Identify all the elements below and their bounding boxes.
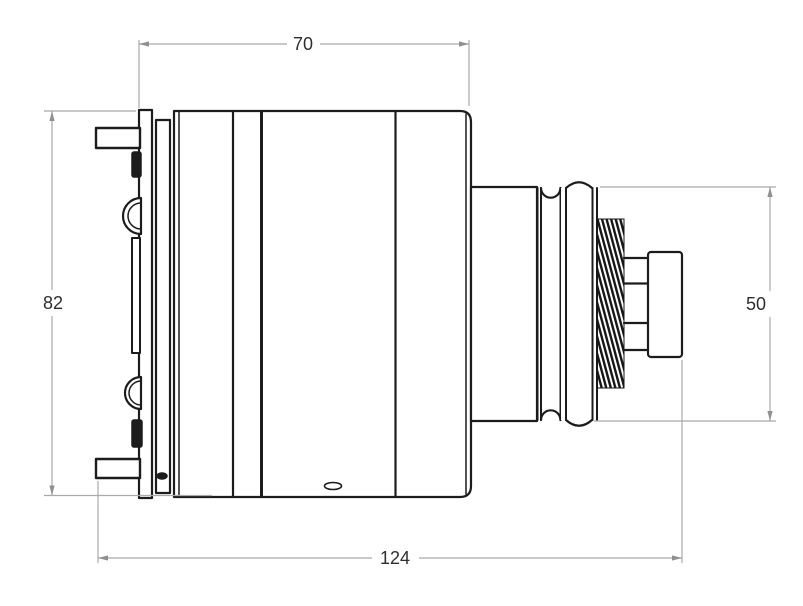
dimension-right-label: 50 xyxy=(746,294,766,314)
threaded-section xyxy=(596,218,625,389)
screw-dot xyxy=(156,472,168,480)
upper-pin xyxy=(94,126,142,150)
upper-screw-head-inner xyxy=(127,202,142,230)
dimension-bottom-label: 124 xyxy=(380,548,410,568)
dimension-top: 70 xyxy=(138,34,470,108)
mounting-plate-rear xyxy=(154,118,172,495)
neck-section xyxy=(469,185,539,423)
lower-screw-head-inner xyxy=(128,380,142,406)
groove-bottom-notch xyxy=(539,409,562,422)
dimension-top-label: 70 xyxy=(293,34,313,54)
collar-dome-bottom xyxy=(564,418,594,427)
body-oval-hole xyxy=(323,481,343,491)
collar-dome-top xyxy=(564,181,594,190)
connector-block xyxy=(131,237,141,354)
lower-tab xyxy=(131,419,143,448)
end-knob xyxy=(646,250,684,359)
dimension-left: 82 xyxy=(43,110,212,497)
lower-pin xyxy=(94,457,142,480)
main-body xyxy=(172,109,473,499)
groove-top-notch xyxy=(539,186,562,199)
upper-tab xyxy=(131,151,142,178)
dimension-right: 50 xyxy=(594,186,776,422)
dimension-bottom: 124 xyxy=(97,360,683,568)
lower-screw-head xyxy=(123,375,143,411)
upper-screw-head xyxy=(121,196,143,236)
dimension-left-label: 82 xyxy=(43,293,63,313)
